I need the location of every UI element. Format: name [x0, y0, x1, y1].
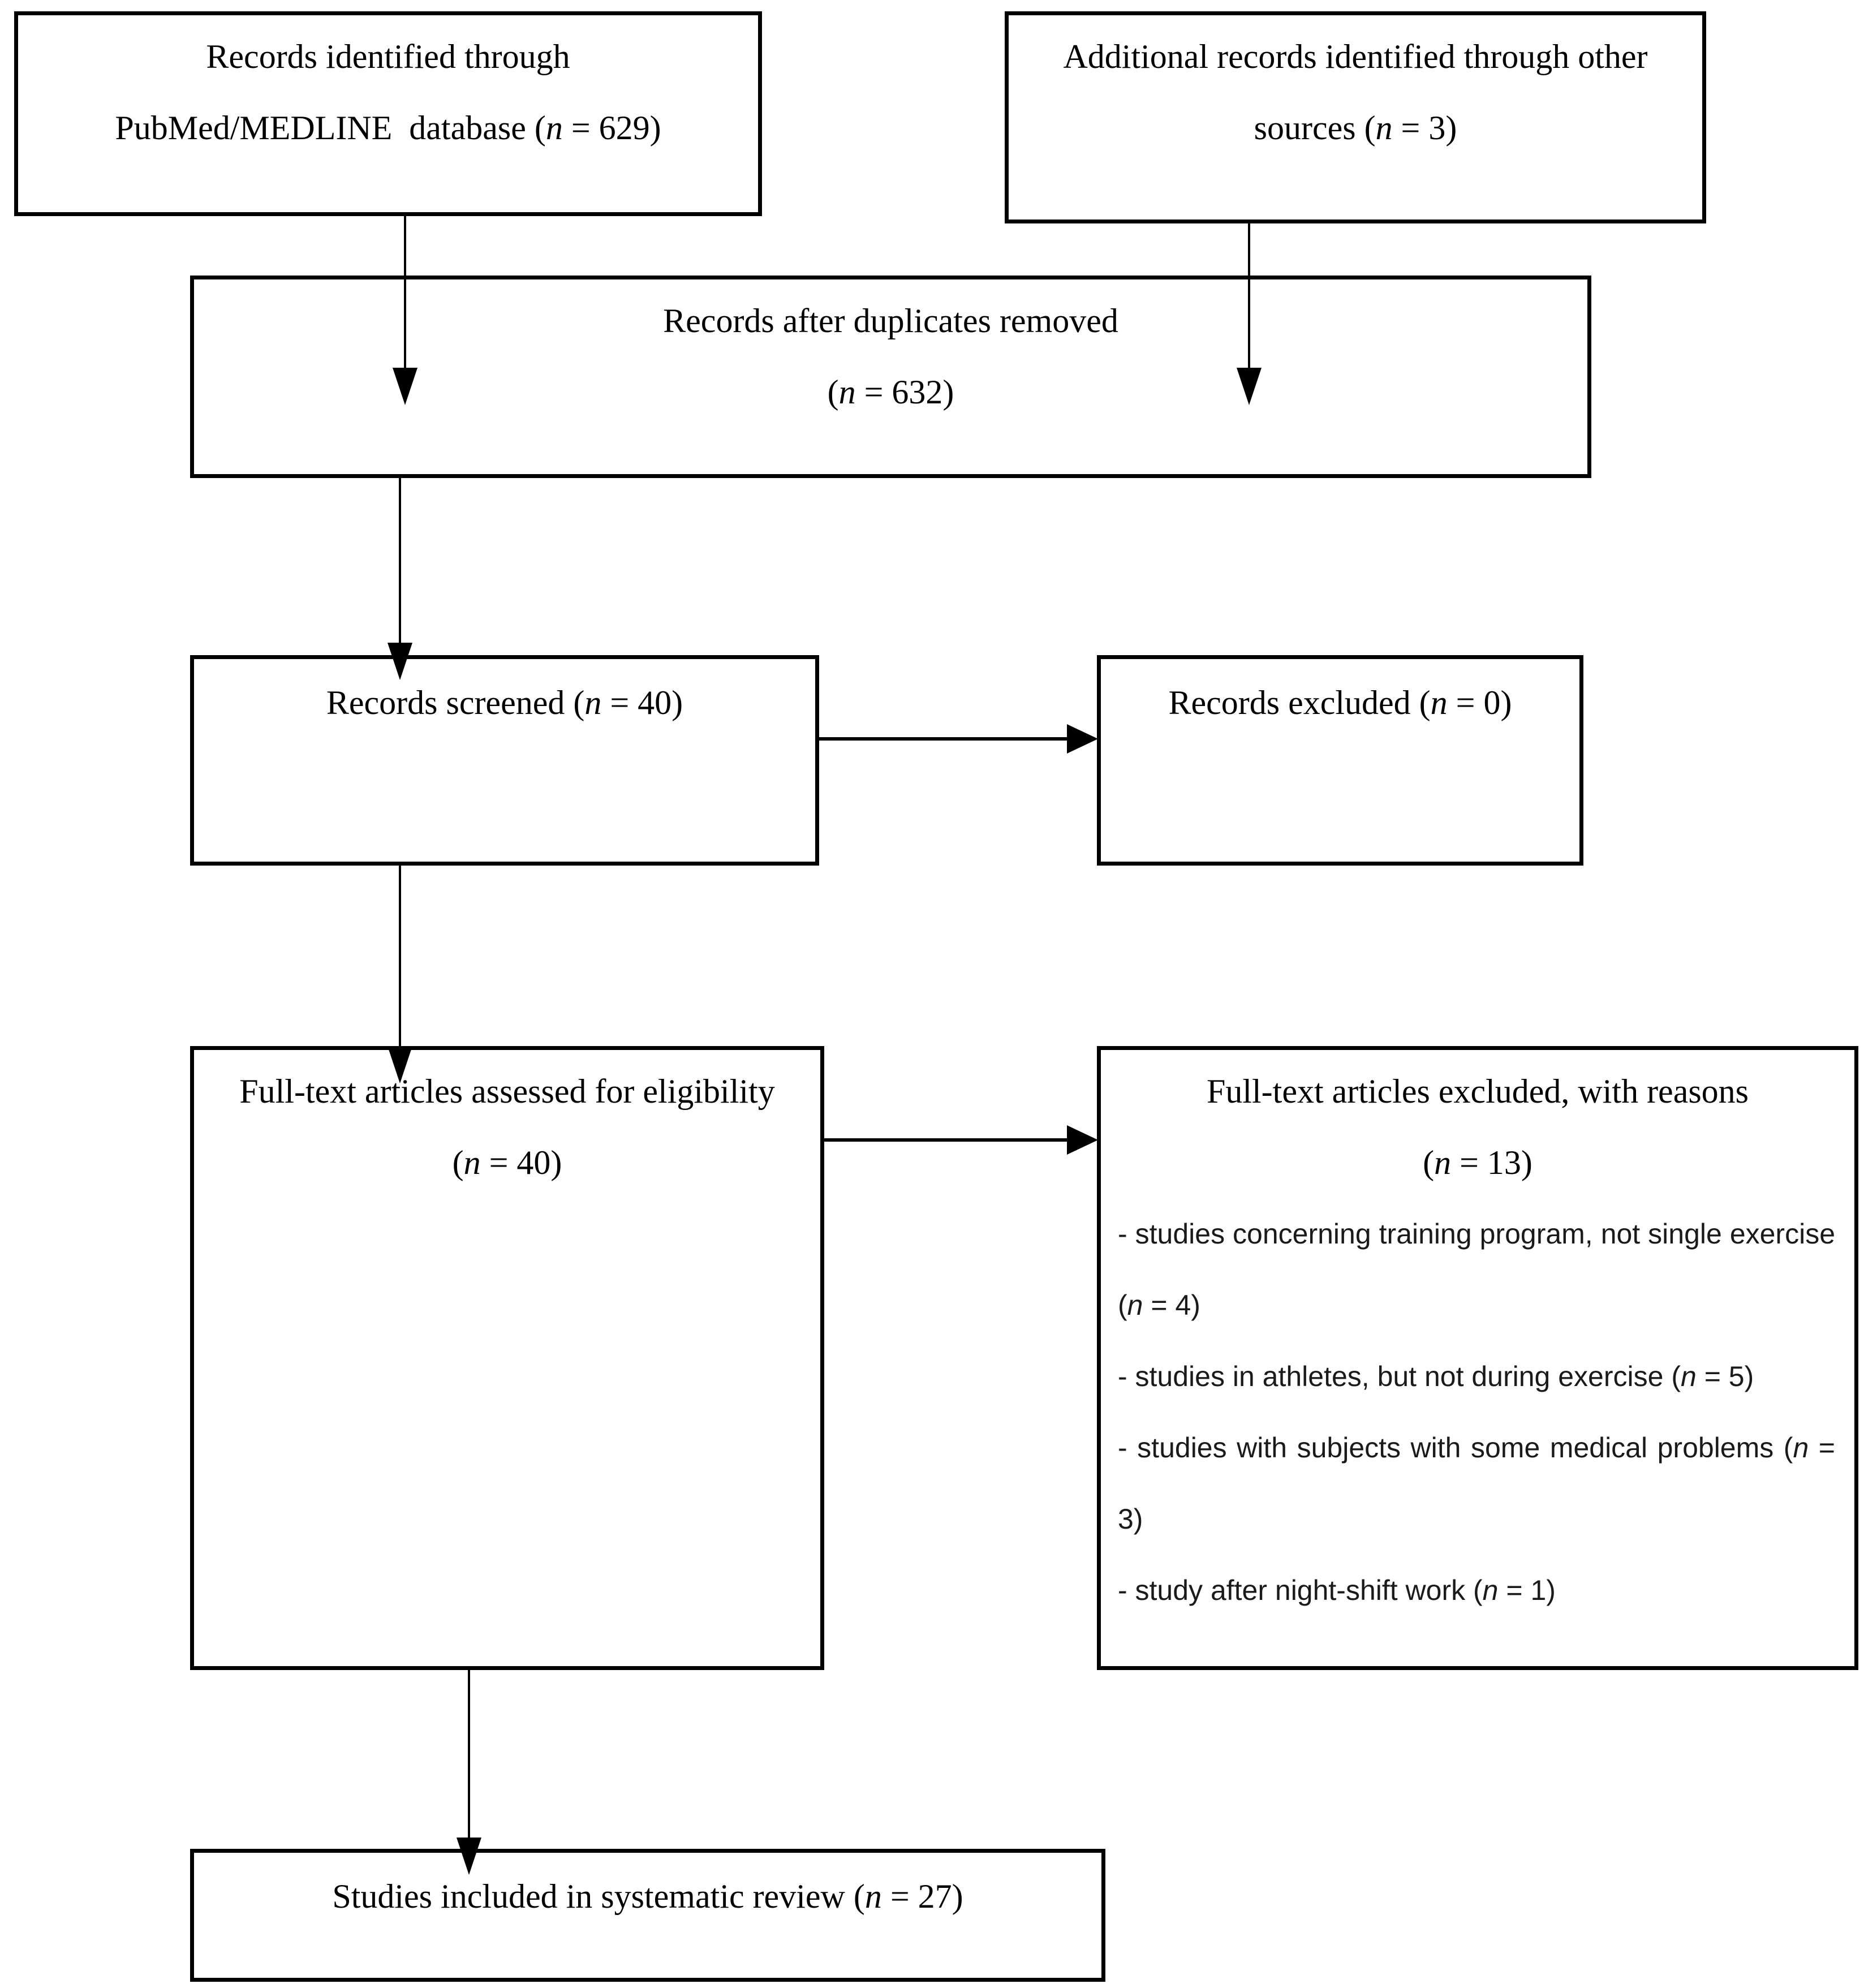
arrow-screened-to-fulltext-line: [399, 864, 401, 1048]
fulltext-assessed-line1: Full-text articles assessed for eligibil…: [239, 1073, 775, 1110]
duplicates-removed-line1: Records after duplicates removed: [663, 302, 1118, 339]
arrow-fulltext-to-excluded-head: [1067, 1125, 1098, 1155]
arrow-identified-to-duplicates-line: [404, 216, 406, 370]
box-fulltext-excluded: Full-text articles excluded, with reason…: [1097, 1046, 1858, 1670]
fulltext-assessed-count: (n = 40): [452, 1144, 562, 1181]
exclusion-reason: - studies with subjects with some medica…: [1118, 1432, 1835, 1535]
records-identified-line1: Records identified through: [206, 38, 570, 75]
box-additional-records: Additional records identified through ot…: [1005, 11, 1706, 223]
box-records-identified: Records identified through PubMed/MEDLIN…: [14, 11, 762, 216]
fulltext-excluded-count: (n = 13): [1423, 1144, 1532, 1181]
exclusion-reasons-list: - studies concerning training program, n…: [1101, 1198, 1854, 1626]
arrow-fulltext-to-included-head: [457, 1838, 481, 1875]
additional-records-line2: sources (n = 3): [1254, 109, 1457, 147]
arrow-additional-to-duplicates-line: [1248, 222, 1250, 370]
exclusion-reason: - studies in athletes, but not during ex…: [1118, 1361, 1754, 1392]
studies-included-label: Studies included in systematic review (n…: [332, 1878, 963, 1915]
box-studies-included: Studies included in systematic review (n…: [190, 1849, 1105, 1982]
exclusion-reason: - study after night-shift work (n = 1): [1118, 1574, 1556, 1606]
arrow-additional-to-duplicates-head: [1237, 368, 1262, 405]
records-excluded-label: Records excluded (n = 0): [1168, 684, 1512, 721]
box-fulltext-assessed: Full-text articles assessed for eligibil…: [190, 1046, 824, 1670]
arrow-screened-to-fulltext-head: [388, 1046, 412, 1083]
arrow-duplicates-to-screened-line: [399, 477, 401, 645]
box-records-screened: Records screened (n = 40): [190, 655, 819, 866]
fulltext-excluded-line1: Full-text articles excluded, with reason…: [1206, 1073, 1749, 1110]
box-records-after-duplicates-removed: Records after duplicates removed (n = 63…: [190, 276, 1591, 478]
arrow-screened-to-excluded-head: [1067, 724, 1098, 754]
arrow-identified-to-duplicates-head: [393, 368, 417, 405]
arrow-fulltext-to-excluded-line: [823, 1138, 1070, 1142]
arrow-fulltext-to-included-line: [468, 1669, 470, 1840]
arrow-screened-to-excluded-line: [818, 737, 1070, 741]
records-identified-line2: PubMed/MEDLINE database (n = 629): [115, 109, 661, 147]
additional-records-line1: Additional records identified through ot…: [1063, 38, 1648, 75]
arrow-duplicates-to-screened-head: [388, 643, 412, 680]
records-screened-label: Records screened (n = 40): [326, 684, 683, 721]
exclusion-reason: - studies concerning training program, n…: [1118, 1218, 1835, 1321]
box-records-excluded: Records excluded (n = 0): [1097, 655, 1583, 866]
duplicates-removed-count: (n = 632): [827, 373, 954, 411]
